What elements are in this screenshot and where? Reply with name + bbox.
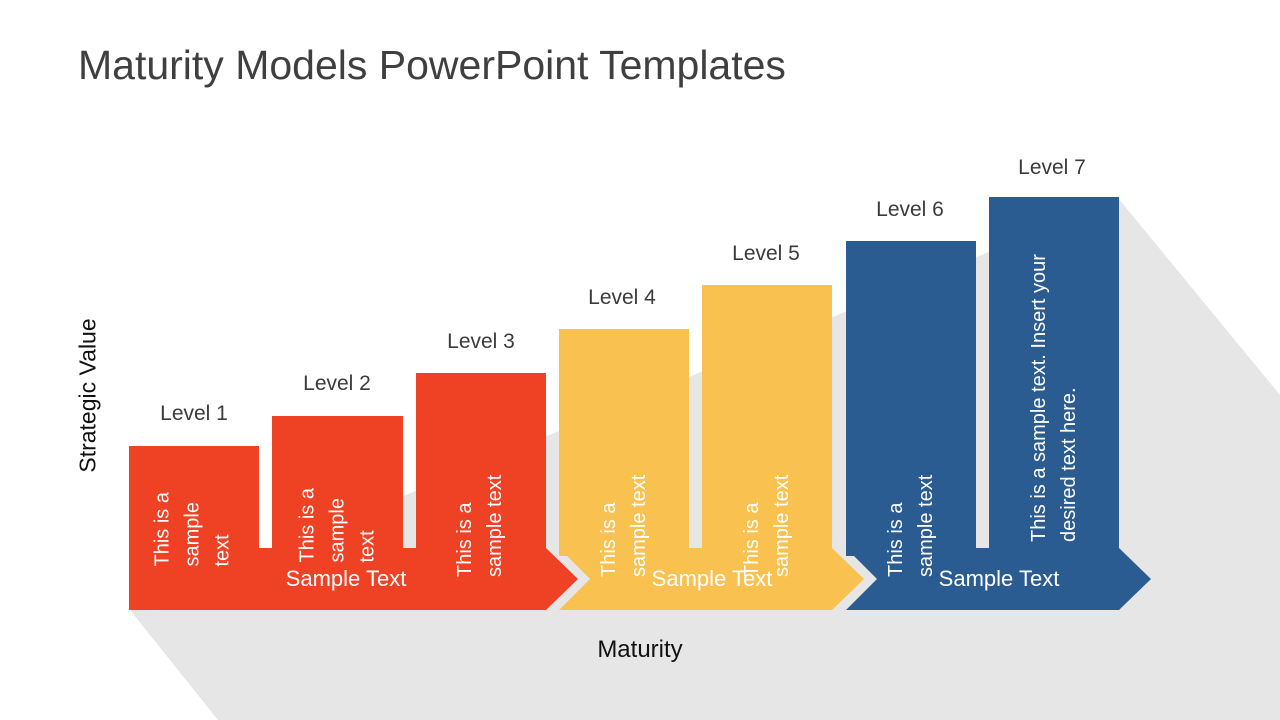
- level-label-6: Level 6: [876, 198, 944, 221]
- level-label-1: Level 1: [160, 402, 228, 425]
- page-title: Maturity Models PowerPoint Templates: [78, 42, 786, 88]
- level-label-4: Level 4: [588, 286, 656, 309]
- bar-text-1: This is a sample text: [151, 492, 233, 567]
- bar-level-7: [989, 197, 1119, 556]
- stage-arrow-3: [846, 548, 1151, 610]
- level-label-5: Level 5: [732, 242, 800, 265]
- bar-level-5: [702, 285, 832, 556]
- stage-label-3: Sample Text: [938, 566, 1060, 591]
- bar-level-6: [846, 241, 976, 556]
- bar-text-6: This is a sample text: [885, 474, 937, 577]
- bar-text-4: This is a sample text: [598, 474, 650, 577]
- bar-text-5: This is a sample text: [741, 474, 793, 577]
- level-label-7: Level 7: [1018, 156, 1086, 179]
- bar-level-1: [129, 446, 259, 556]
- y-axis-label: Strategic Value: [74, 318, 101, 473]
- bar-level-3: [416, 373, 546, 556]
- stage-label-1: Sample Text: [285, 566, 407, 591]
- bar-text-3: This is a sample text: [454, 474, 506, 577]
- x-axis-label: Maturity: [597, 636, 683, 663]
- bar-text-2: This is a sample text: [296, 488, 378, 563]
- stage-arrow-1: [129, 548, 578, 610]
- bar-level-2: [272, 416, 403, 556]
- stage-arrow-2: [559, 548, 864, 610]
- stage-label-2: Sample Text: [651, 566, 773, 591]
- level-label-3: Level 3: [447, 330, 515, 353]
- bar-text-7: This is a sample text. Insert your desir…: [1028, 254, 1080, 542]
- level-label-2: Level 2: [303, 372, 371, 395]
- bar-level-4: [559, 329, 689, 556]
